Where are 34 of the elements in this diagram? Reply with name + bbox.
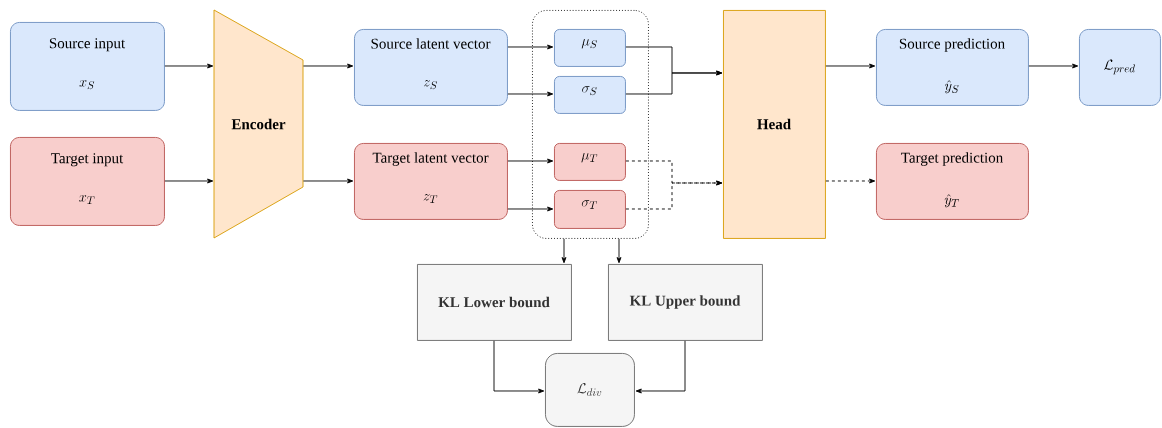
std-box: $\sigma_S$ — [554, 76, 626, 114]
arrow — [302, 178, 354, 184]
mean-box: $\mu_S$ — [554, 29, 626, 67]
bound-box: KL Upper bound — [608, 264, 763, 341]
input-box: Source input $x_S$ — [10, 22, 165, 111]
arrow — [507, 44, 554, 50]
arrow — [561, 238, 567, 264]
encoder-trapezoid: Encoder — [213, 9, 304, 239]
arrow — [302, 63, 354, 69]
arrow — [507, 206, 554, 212]
head-box: Head — [723, 10, 826, 239]
arrow — [625, 180, 723, 210]
arrow — [164, 178, 214, 184]
loss-box: $\mathcal{L}_{div}$ — [545, 353, 635, 427]
latent-vector-box: Source latent vector $z_S$ — [354, 29, 508, 106]
arrow — [825, 178, 876, 184]
std-box: $\sigma_T$ — [554, 190, 626, 229]
prediction-box: Target prediction $\hat{y}_T$ — [876, 143, 1029, 220]
arrow — [1028, 63, 1079, 69]
loss-box: $\mathcal{L}_{pred}$ — [1079, 29, 1161, 106]
arrow — [164, 63, 214, 69]
arrow — [507, 158, 554, 164]
mean-box: $\mu_T$ — [554, 143, 626, 181]
dotted-group-box — [532, 10, 649, 239]
input-box: Target input $x_T$ — [10, 137, 165, 226]
arrow — [493, 340, 545, 394]
latent-vector-box: Target latent vector $z_T$ — [354, 143, 508, 220]
arrow — [507, 91, 554, 97]
arrow — [625, 70, 723, 95]
bound-box: KL Lower bound — [417, 264, 572, 341]
arrow — [825, 63, 876, 69]
prediction-box: Source prediction $\hat{y}_S$ — [876, 29, 1029, 106]
arrow — [635, 340, 686, 394]
arrow — [616, 238, 622, 264]
